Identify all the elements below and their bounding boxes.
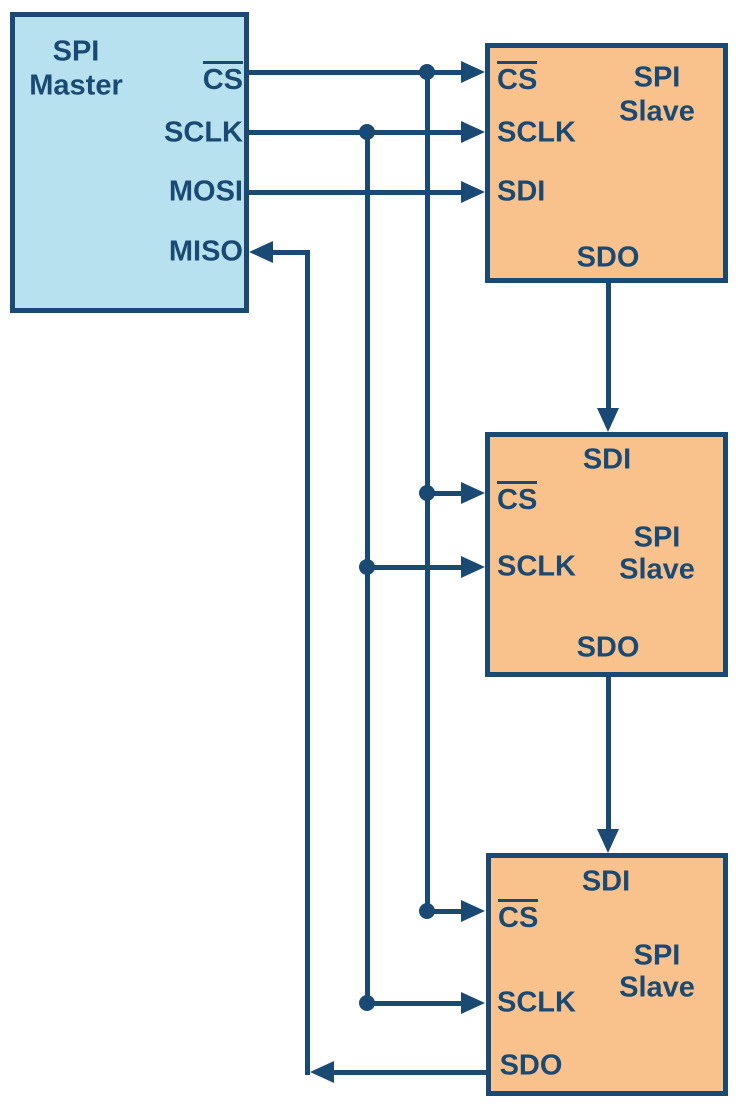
spi-slave3-box bbox=[486, 853, 728, 1096]
master-title-line1: SPI bbox=[52, 35, 100, 68]
slave2-pin-sdi: SDI bbox=[582, 443, 632, 476]
cs-branch-slave3 bbox=[425, 909, 461, 914]
slave1-title-line1: SPI bbox=[633, 61, 681, 94]
spi-master-box bbox=[10, 12, 249, 313]
slave2-title-line1: SPI bbox=[633, 521, 681, 554]
mosi-wire-master-to-slave1 bbox=[249, 190, 461, 195]
miso-wire-into-master bbox=[272, 250, 310, 255]
master-pin-sclk: SCLK bbox=[164, 116, 243, 149]
miso-return-vertical bbox=[305, 250, 310, 1075]
junction-dot-cs-slave2 bbox=[419, 485, 435, 501]
slave2-pin-sclk: SCLK bbox=[497, 550, 576, 583]
junction-dot-cs-slave1 bbox=[419, 64, 435, 80]
master-pin-cs: CS bbox=[202, 61, 243, 95]
slave1-title-line2: Slave bbox=[619, 95, 695, 128]
arrowhead-cs-slave3-icon bbox=[461, 900, 485, 922]
slave1-pin-cs: CS bbox=[497, 61, 538, 95]
slave3-title-line2: Slave bbox=[619, 971, 695, 1004]
arrowhead-sdi-slave1-icon bbox=[461, 181, 485, 203]
spi-slave1-box bbox=[485, 43, 728, 283]
master-title-line2: Master bbox=[29, 69, 123, 102]
master-pin-miso: MISO bbox=[168, 235, 243, 268]
slave3-title-line1: SPI bbox=[633, 939, 681, 972]
arrowhead-sdi-slave2-icon bbox=[597, 408, 619, 432]
sclk-branch-slave2 bbox=[365, 565, 461, 570]
sdo-wire-slave3-out bbox=[332, 1070, 486, 1075]
sdo2-to-sdi3-wire bbox=[606, 677, 611, 831]
sclk-wire-master-to-bus bbox=[249, 130, 461, 135]
arrowhead-sclk-slave2-icon bbox=[461, 556, 485, 578]
slave2-title-line2: Slave bbox=[619, 553, 695, 586]
arrowhead-cs-slave2-icon bbox=[461, 482, 485, 504]
slave3-pin-sdi: SDI bbox=[581, 865, 631, 898]
arrowhead-cs-slave1-icon bbox=[461, 61, 485, 83]
cs-overline-label: CS bbox=[498, 899, 539, 933]
slave1-pin-sdo: SDO bbox=[576, 241, 640, 274]
junction-dot-sclk-slave1 bbox=[359, 124, 375, 140]
arrowhead-miso-master-icon bbox=[249, 241, 273, 263]
slave3-pin-cs: CS bbox=[498, 899, 539, 933]
slave2-pin-sdo: SDO bbox=[576, 631, 640, 664]
cs-branch-slave2 bbox=[425, 491, 461, 496]
arrowhead-sclk-slave1-icon bbox=[461, 121, 485, 143]
slave1-pin-sclk: SCLK bbox=[497, 116, 576, 149]
spi-slave2-box bbox=[485, 432, 728, 677]
arrowhead-sdi-slave3-icon bbox=[597, 829, 619, 853]
junction-dot-sclk-slave3 bbox=[359, 995, 375, 1011]
slave3-pin-sclk: SCLK bbox=[497, 986, 576, 1019]
cs-wire-master-to-bus bbox=[249, 70, 461, 75]
slave1-pin-sdi: SDI bbox=[497, 175, 546, 208]
cs-overline-label: CS bbox=[497, 481, 538, 515]
slave2-pin-cs: CS bbox=[497, 481, 538, 515]
master-pin-mosi: MOSI bbox=[168, 175, 243, 208]
junction-dot-sclk-slave2 bbox=[359, 559, 375, 575]
junction-dot-cs-slave3 bbox=[419, 903, 435, 919]
sdo1-to-sdi2-wire bbox=[606, 283, 611, 410]
arrowhead-sclk-slave3-icon bbox=[461, 992, 485, 1014]
cs-overline-label: CS bbox=[202, 61, 243, 95]
sclk-branch-slave3 bbox=[365, 1001, 461, 1006]
slave3-pin-sdo: SDO bbox=[499, 1049, 563, 1082]
arrowhead-sdo-slave3-corner-icon bbox=[310, 1061, 334, 1083]
cs-overline-label: CS bbox=[497, 61, 538, 95]
